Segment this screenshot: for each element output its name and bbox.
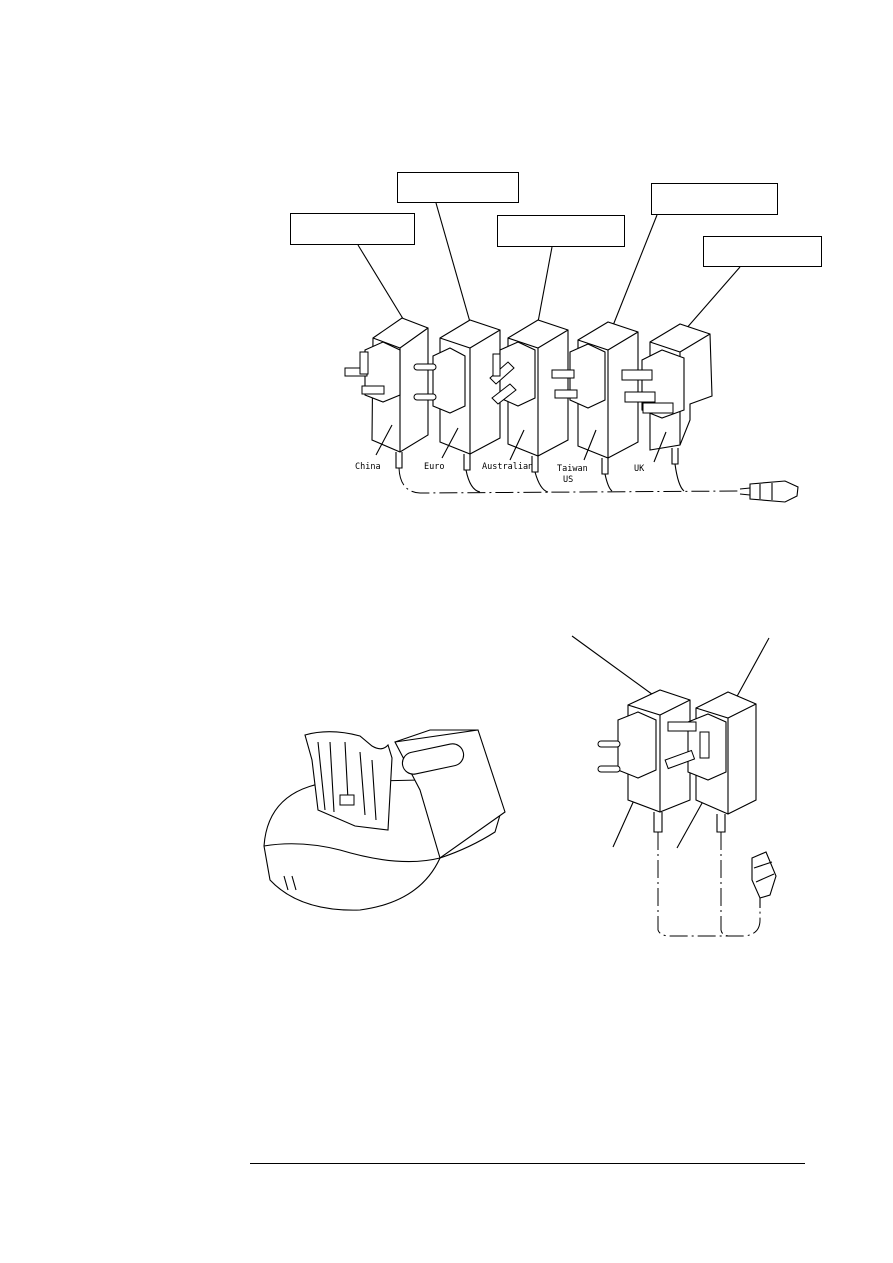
leader-line-3	[537, 246, 553, 323]
cradle	[263, 729, 506, 911]
label-china: China	[355, 462, 381, 472]
callout-box-5	[703, 236, 822, 267]
label-taiwan: Taiwan	[557, 464, 588, 474]
adapter-taiwan-us	[551, 321, 639, 475]
leader-line-d	[676, 795, 707, 849]
label-us: US	[563, 475, 573, 485]
footer-divider	[250, 1163, 805, 1164]
adapter-uk	[621, 323, 713, 465]
cable	[398, 467, 741, 494]
leader-line-4	[611, 214, 658, 329]
label-australian: Australian	[482, 462, 533, 472]
adapter-australian	[489, 319, 569, 473]
callout-box-3	[497, 215, 625, 247]
leader-line-5	[684, 266, 741, 331]
callout-box-2	[397, 172, 519, 203]
adapter-set-illustration: China Euro Australian Taiwan US UK	[344, 202, 799, 503]
adapter-euro	[413, 319, 501, 471]
usb-connector	[739, 480, 799, 503]
adapter-china	[344, 317, 429, 469]
leader-line-c	[612, 797, 636, 848]
label-uk: UK	[634, 464, 645, 474]
label-euro: Euro	[424, 462, 444, 472]
cable-bottom	[657, 832, 761, 937]
adapter-left	[597, 689, 691, 833]
callout-box-4	[651, 183, 778, 215]
leader-line-2	[435, 202, 471, 323]
callout-box-1	[290, 213, 415, 245]
leader-line-b	[734, 637, 770, 701]
usb-connector-bottom	[751, 851, 777, 908]
adapter-right	[664, 691, 757, 833]
leader-line-a	[571, 635, 661, 701]
leader-line-1	[357, 244, 406, 323]
